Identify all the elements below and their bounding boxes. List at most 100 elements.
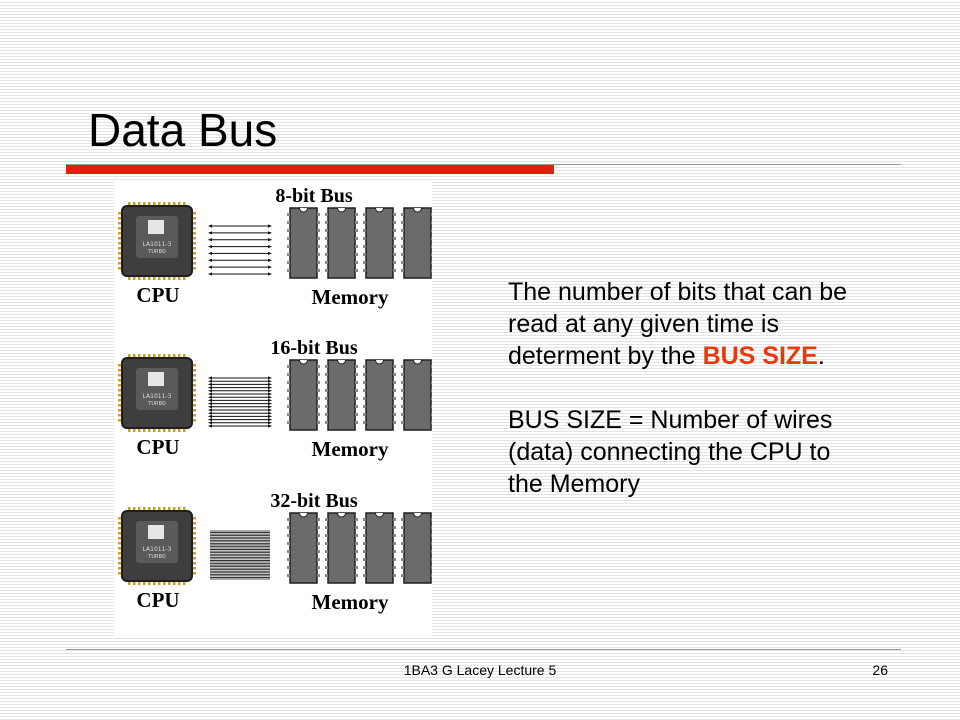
chip-pin	[401, 421, 404, 424]
cpu-label: CPU	[136, 588, 179, 612]
cpu-die	[136, 368, 178, 410]
wire-arrow-right	[268, 386, 272, 390]
memory-chip	[403, 512, 432, 584]
chip-pin	[393, 558, 396, 561]
chip-pin	[325, 421, 328, 424]
wire-arrow-left	[208, 265, 212, 269]
chip-pin	[287, 373, 290, 376]
cpu-label: CPU	[136, 283, 179, 307]
chip-pin	[401, 269, 404, 272]
chip-pin	[363, 389, 366, 392]
chip-pin	[431, 269, 434, 272]
wire-arrow-left	[208, 414, 212, 418]
footer-divider	[66, 649, 901, 650]
chip-pin	[363, 421, 366, 424]
wire-arrow-right	[268, 418, 272, 422]
wire-arrow-right	[268, 395, 272, 399]
chip-pin	[355, 574, 358, 577]
chip-pin	[393, 213, 396, 216]
chip-pin	[431, 566, 434, 569]
explanation-end: .	[817, 342, 825, 370]
chip-pin	[393, 534, 396, 537]
chip-pin	[393, 253, 396, 256]
chip-notch	[337, 512, 346, 518]
chip-pin	[401, 221, 404, 224]
memory-label: Memory	[312, 590, 389, 614]
chip-pin	[355, 253, 358, 256]
wire-arrow-left	[208, 379, 212, 383]
cpu-die	[136, 216, 178, 258]
chip-pin	[287, 542, 290, 545]
chip-pin	[401, 550, 404, 553]
chip-pin	[355, 261, 358, 264]
chip-pin	[325, 574, 328, 577]
cpu-logo	[148, 372, 164, 386]
chip-pin	[431, 558, 434, 561]
chip-pin	[317, 566, 320, 569]
chip-pin	[393, 237, 396, 240]
chip-brand-text: TURBO	[147, 401, 166, 407]
chip-pin	[325, 397, 328, 400]
chip-pin	[355, 550, 358, 553]
chip-notch	[375, 207, 384, 213]
chip-pin	[325, 558, 328, 561]
chip-pin	[355, 421, 358, 424]
wire-arrow-left	[208, 392, 212, 396]
chip-pin	[355, 269, 358, 272]
chip-pin	[431, 213, 434, 216]
wire-arrow-right	[268, 402, 272, 406]
chip-pin	[287, 574, 290, 577]
chip-pin	[363, 574, 366, 577]
chip-pin	[363, 269, 366, 272]
chip-pin	[317, 574, 320, 577]
chip-pin	[393, 542, 396, 545]
bus-size-highlight: BUS SIZE	[702, 342, 818, 370]
chip-pin	[431, 389, 434, 392]
cpu-logo	[148, 525, 164, 539]
chip-pin	[325, 526, 328, 529]
bus-wires	[208, 376, 272, 428]
chip-pin	[393, 389, 396, 392]
bus-label: 32-bit Bus	[270, 490, 357, 512]
chip-pin	[431, 574, 434, 577]
chip-pin	[287, 397, 290, 400]
chip-pin	[287, 245, 290, 248]
chip-pin	[317, 542, 320, 545]
chip-pin	[393, 413, 396, 416]
chip-pin	[355, 413, 358, 416]
chip-pin	[363, 373, 366, 376]
chip-pin	[317, 558, 320, 561]
wire-arrow-right	[268, 405, 272, 409]
chip-pin	[363, 381, 366, 384]
chip-pin	[317, 518, 320, 521]
chip-pin	[325, 566, 328, 569]
chip-notch	[413, 512, 422, 518]
chip-pin	[355, 405, 358, 408]
chip-pin	[401, 389, 404, 392]
chip-pin	[355, 526, 358, 529]
chip-pin	[401, 542, 404, 545]
chip-pin	[325, 518, 328, 521]
chip-pin	[287, 221, 290, 224]
wire-arrow-left	[208, 389, 212, 393]
slide-title: Data Bus	[88, 104, 278, 156]
chip-pin	[355, 237, 358, 240]
chip-pin	[431, 365, 434, 368]
cpu-pins	[118, 354, 196, 432]
chip-pin	[431, 381, 434, 384]
chip-pin	[317, 221, 320, 224]
chip-pin	[325, 534, 328, 537]
chip-pin	[393, 397, 396, 400]
chip-pin	[401, 397, 404, 400]
chip-pin	[325, 253, 328, 256]
chip-pin	[287, 550, 290, 553]
chip-pin	[355, 365, 358, 368]
chip-pin	[355, 397, 358, 400]
wire-arrow-left	[208, 402, 212, 406]
chip-pin	[431, 253, 434, 256]
chip-notch	[375, 359, 384, 365]
memory-chip	[365, 359, 394, 431]
wire-arrow-left	[208, 395, 212, 399]
